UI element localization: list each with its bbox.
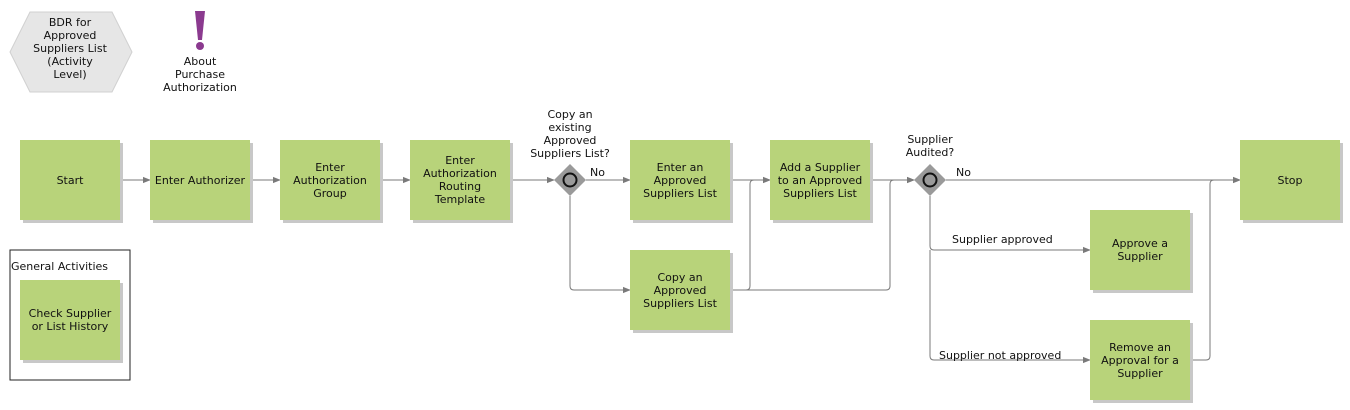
remove-box — [1090, 320, 1190, 400]
start-box — [20, 140, 120, 220]
process-hexagon-label: BDR for Approved Suppliers List (Activit… — [33, 16, 107, 81]
approve-box — [1090, 210, 1190, 290]
check-history-box — [20, 280, 120, 360]
audit-no-label: No — [956, 166, 971, 179]
start-activity[interactable]: Start — [56, 173, 84, 187]
process-hexagon-shape — [9, 11, 133, 93]
exclamation-icon — [195, 11, 205, 50]
enter-list-box — [630, 140, 730, 220]
copy-gateway — [554, 164, 586, 196]
copy-gateway-question: Copy an existing Approved Suppliers List… — [530, 108, 610, 160]
supplier-approved-label: Supplier approved — [952, 233, 1053, 246]
audit-gateway — [914, 164, 946, 196]
supplier-not-approved-label: Supplier not approved — [939, 349, 1062, 362]
edge-copy-yes — [569, 196, 631, 294]
copy-list-box — [630, 250, 730, 330]
approve-supplier-activity[interactable]: Approve a Supplier — [1111, 237, 1168, 263]
routing-template-box — [410, 140, 510, 220]
enter-authorizer-box — [150, 140, 250, 220]
enter-authorization-group-activity[interactable]: Enter Authorization Group — [293, 160, 367, 200]
check-history-activity[interactable]: Check Supplier or List History — [28, 307, 112, 333]
enter-routing-template-activity[interactable]: Enter Authorization Routing Template — [423, 154, 497, 206]
general-activities-frame — [9, 249, 131, 381]
audit-gateway-question: Supplier Audited? — [905, 133, 955, 159]
remove-approval-activity[interactable]: Remove an Approval for a Supplier — [1101, 340, 1179, 380]
enter-group-box — [280, 140, 380, 220]
enter-approved-list-activity[interactable]: Enter an Approved Suppliers List — [643, 160, 717, 200]
add-supplier-box — [770, 140, 870, 220]
edge-audit-not-approved — [929, 250, 1091, 364]
add-supplier-activity[interactable]: Add a Supplier to an Approved Suppliers … — [777, 160, 863, 200]
copy-no-label: No — [590, 166, 605, 179]
edge-copy-to-add — [730, 176, 771, 291]
activity-shapes — [20, 140, 1343, 403]
edge-audit-approved — [929, 196, 1091, 254]
connectors — [120, 176, 1241, 364]
about-purchase-authorization-label: About Purchase Authorization — [163, 55, 237, 94]
enter-authorizer-activity[interactable]: Enter Authorizer — [154, 173, 246, 187]
general-activities-title: General Activities — [11, 260, 109, 273]
edge-remove-to-stop — [1190, 176, 1241, 361]
stop-box — [1240, 140, 1340, 220]
stop-activity[interactable]: Stop — [1277, 173, 1303, 187]
copy-approved-list-activity[interactable]: Copy an Approved Suppliers List — [643, 270, 717, 310]
